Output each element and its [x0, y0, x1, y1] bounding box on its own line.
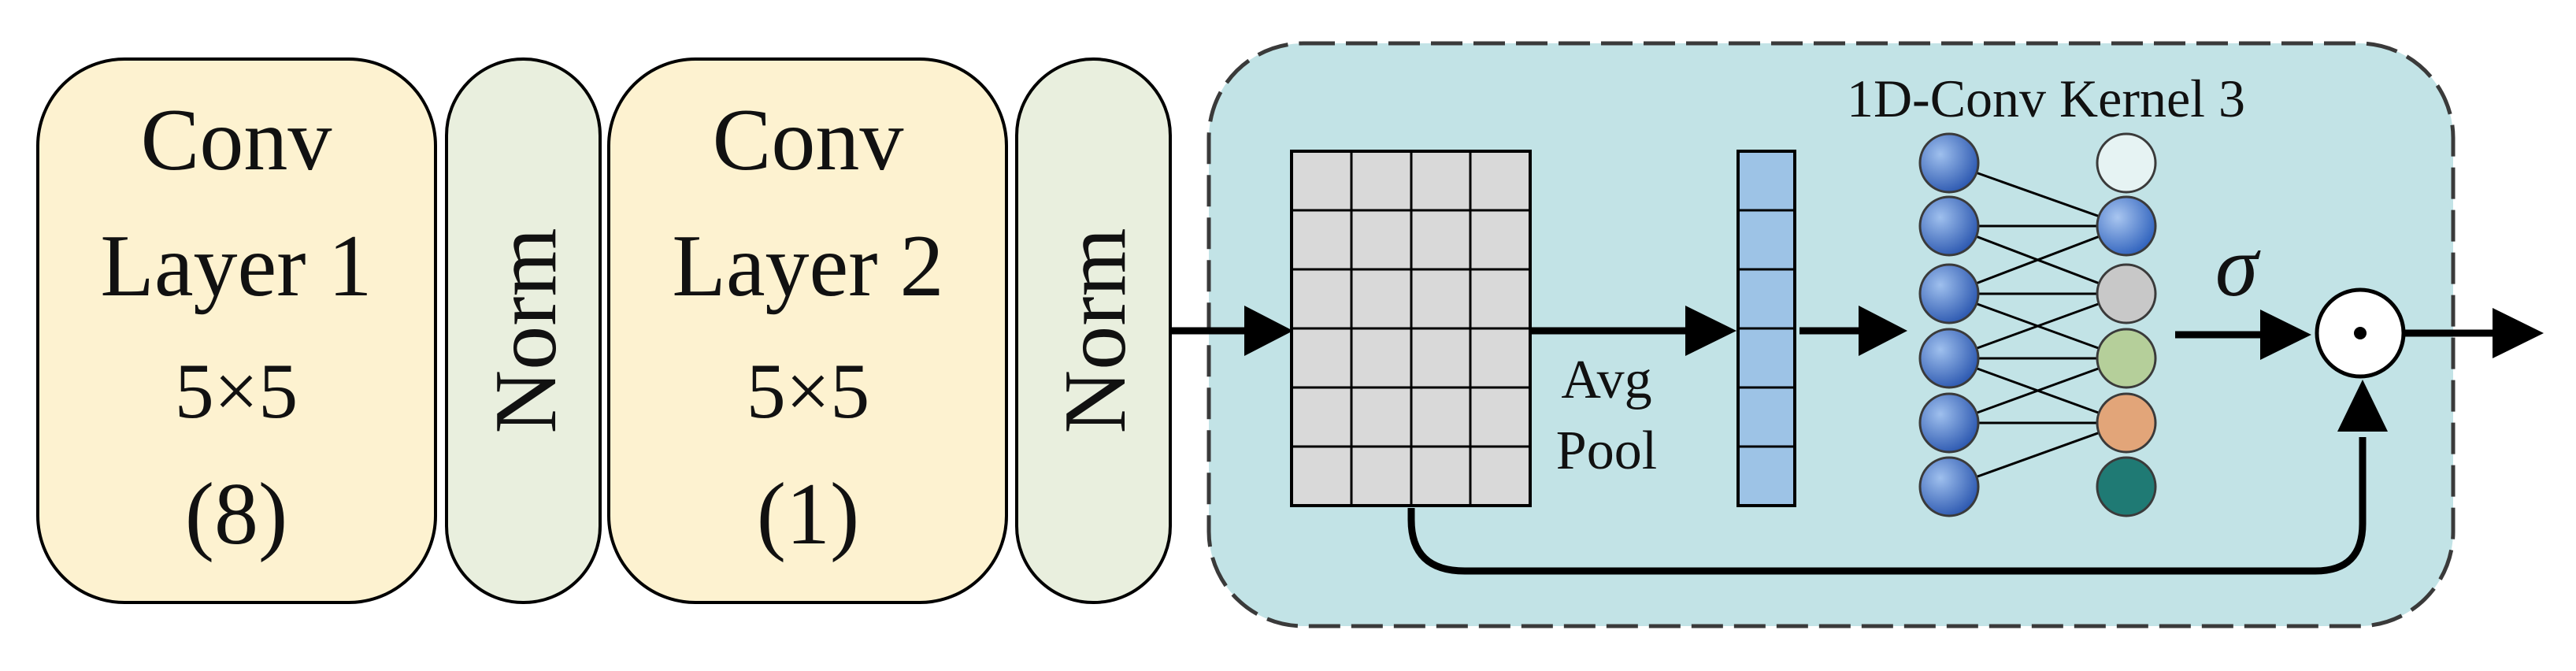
conv2-layer-label: Layer 2 — [672, 217, 943, 315]
skip-connection — [1407, 437, 2367, 575]
vector-to-conv-arrowhead — [1859, 306, 1907, 356]
kernel-label: 1D-Conv Kernel 3 — [1847, 69, 2245, 128]
input-node — [1918, 263, 1980, 324]
sigma-symbol: σ — [2215, 218, 2261, 314]
avg-pool-label-line2: Pool — [1556, 421, 1657, 481]
norm-2-block: Norm — [1015, 57, 1172, 604]
output-node — [2096, 392, 2157, 454]
output-node — [2096, 132, 2157, 194]
sigma-arrowhead — [2260, 310, 2311, 360]
pooled-vector — [1736, 150, 1796, 507]
output-node — [2096, 263, 2157, 324]
output-arrowhead — [2493, 308, 2544, 358]
conv-layer-2-block: Conv Layer 2 5×5 (1) — [607, 57, 1008, 604]
input-arrowhead — [1244, 306, 1293, 356]
norm-1-block: Norm — [445, 57, 602, 604]
conv-layer-1-block: Conv Layer 1 5×5 (8) — [36, 57, 437, 604]
output-node — [2096, 456, 2157, 517]
input-node — [1918, 195, 1980, 257]
norm2-label: Norm — [1047, 228, 1144, 433]
skip-connection-arrowhead — [2337, 380, 2388, 432]
conv1-channels: (8) — [185, 465, 288, 563]
input-node — [1918, 328, 1980, 389]
avg-pool-arrowhead — [1685, 306, 1736, 356]
conv2-kernel-size: 5×5 — [747, 347, 869, 435]
conv1d-output-nodes — [2096, 132, 2157, 517]
conv1d-input-nodes — [1918, 132, 1980, 517]
output-node — [2096, 195, 2157, 257]
conv1-kernel-size: 5×5 — [175, 347, 298, 435]
conv1-title: Conv — [141, 91, 332, 189]
input-node — [1918, 392, 1980, 454]
conv1-layer-label: Layer 1 — [100, 217, 372, 315]
avg-pool-label-line1: Avg — [1561, 350, 1651, 410]
norm1-label: Norm — [477, 228, 575, 433]
input-node — [1918, 132, 1980, 194]
elementwise-multiply-node — [2315, 287, 2406, 379]
input-node — [1918, 456, 1980, 517]
feature-map-grid — [1290, 150, 1532, 507]
output-node — [2096, 328, 2157, 389]
conv2-title: Conv — [713, 91, 904, 189]
conv2-channels: (1) — [757, 465, 860, 563]
